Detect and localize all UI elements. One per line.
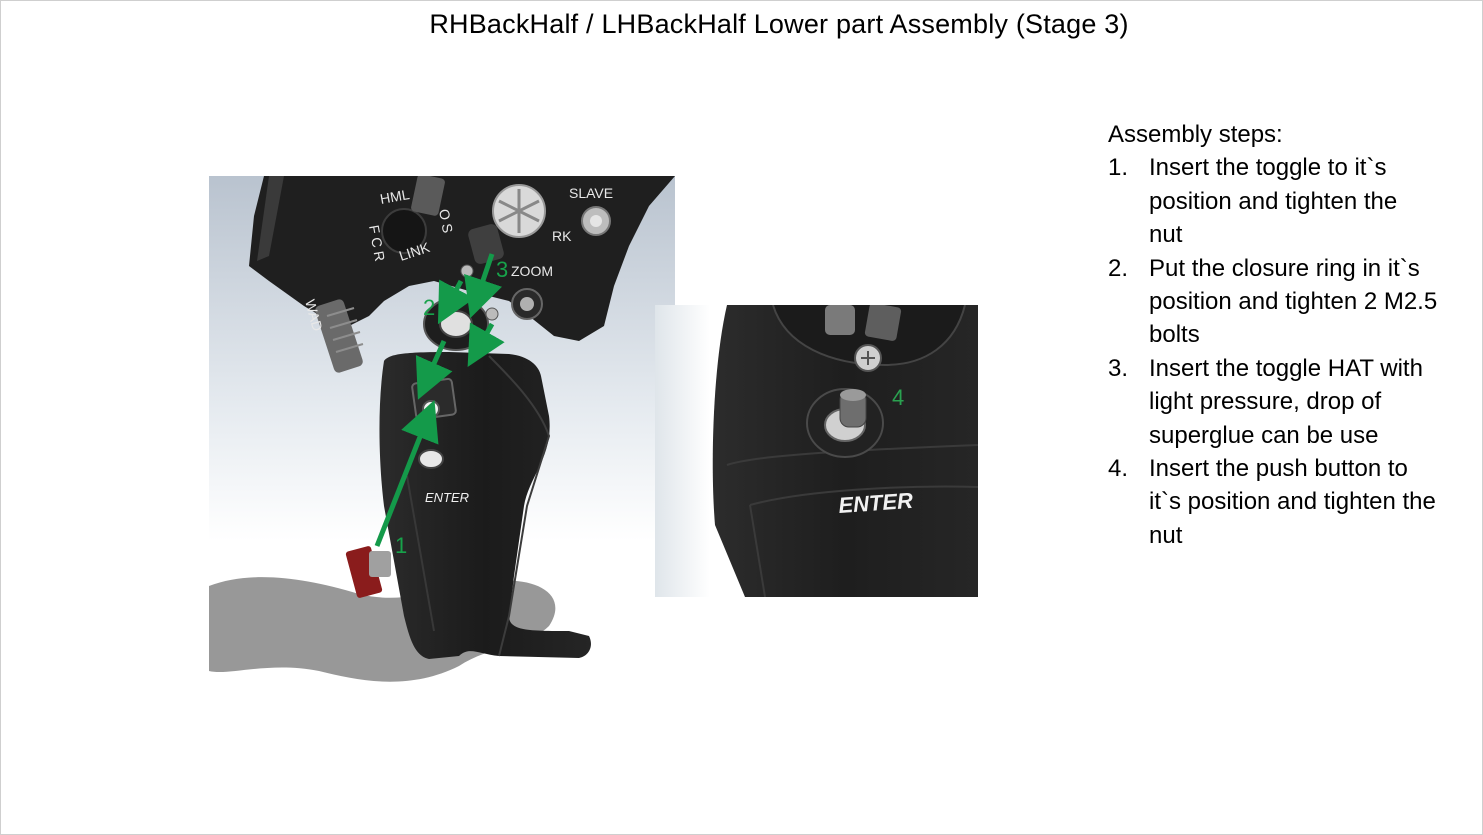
label-hml: HML: [379, 186, 411, 207]
step-line: nut: [1149, 221, 1183, 249]
step-number: 4.: [1108, 455, 1129, 483]
label-fcr: F C R: [366, 224, 388, 263]
main-assembly-figure: HML SLAVE F C R O S LINK RK ZOOM WAD: [209, 176, 675, 697]
step-item: 4. Insert the push button to it`s positi…: [1108, 452, 1478, 552]
label-slave: SLAVE: [569, 185, 613, 201]
step-line: superglue can be use: [1149, 421, 1379, 449]
step-line: light pressure, drop of: [1149, 388, 1382, 416]
callout-1: 1: [395, 533, 407, 558]
label-os: O S: [436, 208, 456, 235]
step-item: 1. Insert the toggle to it`s position an…: [1108, 151, 1478, 251]
step-line: Insert the toggle HAT with: [1149, 354, 1423, 382]
step-item: 2. Put the closure ring in it`s position…: [1108, 252, 1478, 352]
step-line: Insert the push button to: [1149, 455, 1408, 483]
steps-heading: Assembly steps:: [1108, 121, 1283, 148]
callout-2: 2: [423, 295, 435, 320]
steps-list: 1. Insert the toggle to it`s position an…: [1108, 151, 1478, 552]
label-enter-detail: ENTER: [838, 488, 914, 518]
step-line: Insert the toggle to it`s: [1149, 154, 1387, 182]
step-item: 3. Insert the toggle HAT with light pres…: [1108, 352, 1478, 452]
assembly-arrows: [374, 253, 505, 547]
label-zoom: ZOOM: [511, 263, 553, 279]
step-line: position and tighten the: [1149, 187, 1398, 215]
step-line: it`s position and tighten the: [1149, 488, 1436, 516]
assembly-steps: Assembly steps: 1. Insert the toggle to …: [1108, 118, 1478, 552]
step-number: 3.: [1108, 354, 1129, 382]
step-number: 2.: [1108, 254, 1129, 282]
step-number: 1.: [1108, 154, 1129, 182]
step-line: nut: [1149, 521, 1183, 549]
step-line: position and tighten 2 M2.5: [1149, 288, 1438, 316]
slide-title: RHBackHalf / LHBackHalf Lower part Assem…: [429, 9, 1129, 39]
step-line: Put the closure ring in it`s: [1149, 254, 1420, 282]
step-line: bolts: [1149, 321, 1200, 349]
callout-4: 4: [892, 385, 904, 410]
label-enter-main: ENTER: [425, 490, 469, 505]
label-rk: RK: [552, 228, 572, 244]
callout-3: 3: [496, 257, 508, 282]
upper-panel: [249, 176, 675, 373]
detail-body: [712, 305, 978, 597]
detail-figure: ENTER 4: [655, 305, 978, 597]
